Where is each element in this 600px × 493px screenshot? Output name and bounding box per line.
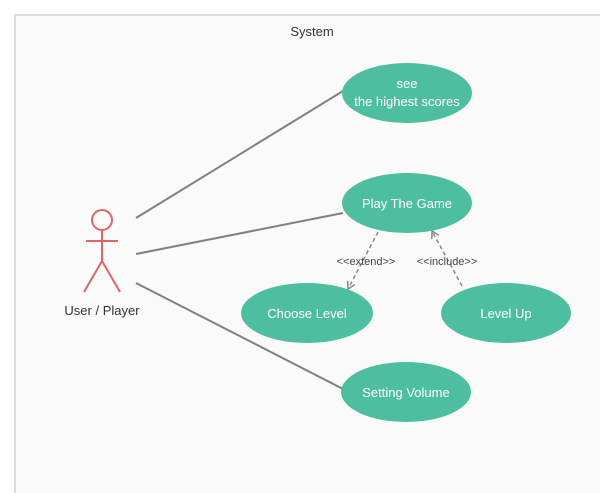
include-label: <<include>> (417, 256, 478, 268)
association-line-see-scores (135, 90, 344, 219)
usecase-level-up-label: Level Up (480, 306, 531, 321)
extend-label: <<extend>> (337, 256, 396, 268)
association-line-setting-volume (135, 282, 346, 391)
usecase-choose-level-label: Choose Level (267, 306, 347, 321)
usecase-setting-volume-label: Setting Volume (362, 385, 449, 400)
usecase-choose-level[interactable]: Choose Level (241, 283, 373, 343)
usecase-see-scores-line2: the highest scores (354, 94, 460, 109)
usecase-play-game-label: Play The Game (362, 196, 452, 211)
include-arrow (431, 229, 463, 287)
actor-right-leg (101, 260, 121, 293)
system-title: System (290, 24, 334, 39)
actor-label: User / Player (64, 303, 140, 318)
usecase-play-the-game[interactable]: Play The Game (342, 173, 472, 233)
usecase-see-highest-scores[interactable]: see the highest scores (342, 63, 472, 123)
system-boundary (14, 14, 600, 493)
usecase-setting-volume[interactable]: Setting Volume (341, 362, 471, 422)
actor-head (91, 209, 113, 231)
association-line-play-game (135, 212, 344, 255)
usecase-level-up[interactable]: Level Up (441, 283, 571, 343)
usecase-see-scores-line1: see (397, 76, 418, 91)
actor-stick-figure[interactable] (83, 209, 121, 293)
extend-arrow (346, 231, 379, 291)
actor-left-leg (83, 260, 103, 293)
